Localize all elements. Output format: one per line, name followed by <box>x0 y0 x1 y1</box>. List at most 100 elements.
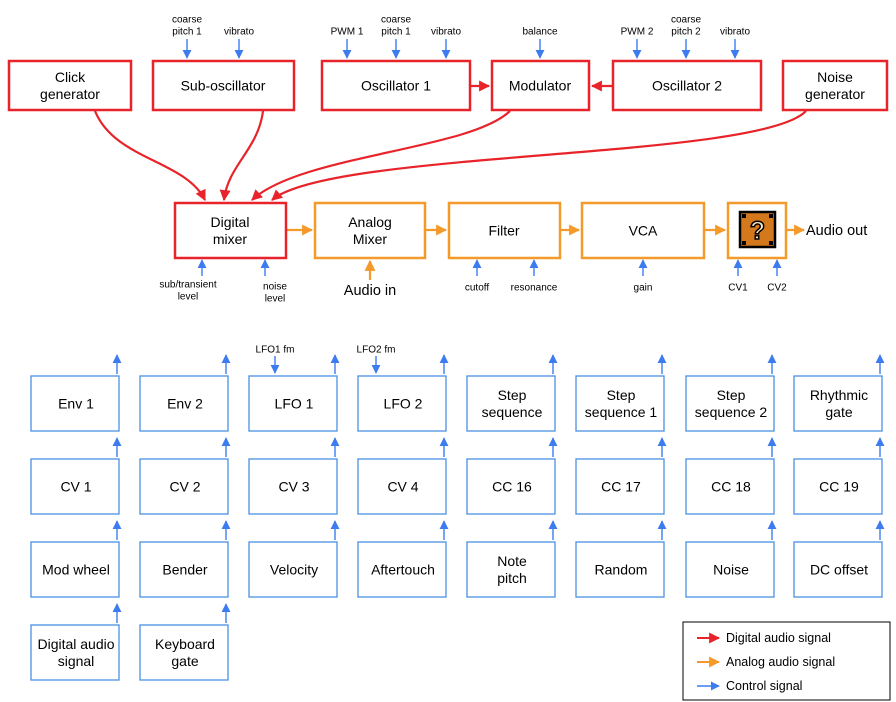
lfo2-fm-label: LFO2 fm <box>357 345 396 356</box>
osc2-pwm-label: PWM 2 <box>621 27 654 38</box>
source-box: CV 1 <box>30 437 122 515</box>
source-box-frame <box>793 375 883 432</box>
source-box: Aftertouch <box>357 520 449 598</box>
source-box-frame <box>793 458 883 515</box>
source-box-label: CC 19 <box>819 478 859 494</box>
sub-vibrato-label: vibrato <box>224 27 254 38</box>
osc1-pwm-label: PWM 1 <box>331 27 364 38</box>
question-block-icon: ? <box>738 210 777 249</box>
source-box: CV 2 <box>139 437 231 515</box>
source-box-frame <box>793 541 883 598</box>
click-generator-box <box>7 59 133 112</box>
noise-generator-box <box>781 59 889 112</box>
oscillator-2-label: Oscillator 2 <box>652 77 722 93</box>
source-box: LFO 2 <box>357 354 449 432</box>
source-box-frame <box>30 624 120 681</box>
vca-label: VCA <box>629 222 658 238</box>
source-box: Mod wheel <box>30 520 122 598</box>
source-box: Env 2 <box>139 354 231 432</box>
source-box-frame <box>575 458 665 515</box>
resonance-label: resonance <box>511 283 558 294</box>
modulator-to-mixer-wire <box>251 110 511 201</box>
source-box: LFO 1 <box>248 354 340 432</box>
lfo1-fm-label: LFO1 fm <box>256 345 295 356</box>
source-box-frame <box>685 375 775 432</box>
source-box-label: LFO 1 <box>275 395 314 411</box>
source-box: Env 1 <box>30 354 122 432</box>
cutoff-label: cutoff <box>465 283 489 294</box>
oscillator-1-box <box>320 59 472 112</box>
source-box-frame <box>139 458 229 515</box>
modulator-label: Modulator <box>509 77 572 93</box>
osc2-vibrato-label: vibrato <box>720 27 750 38</box>
source-box-label: CC 16 <box>492 478 532 494</box>
click-to-mixer-wire <box>93 110 206 201</box>
source-box: Velocity <box>248 520 340 598</box>
source-box-frame <box>248 375 338 432</box>
analog-mixer-box <box>313 201 427 260</box>
source-box-label: Env 2 <box>167 395 203 411</box>
source-box-frame <box>685 458 775 515</box>
cv1-label: CV1 <box>728 283 748 294</box>
source-box: Random <box>575 520 667 598</box>
cv2-label: CV2 <box>767 283 787 294</box>
legend-digital-label: Digital audio signal <box>726 631 831 645</box>
legend: Digital audio signal Analog audio signal… <box>682 621 891 701</box>
source-box-label: CV 3 <box>278 478 309 494</box>
source-box-label: CC 17 <box>601 478 641 494</box>
source-box-frame <box>30 375 120 432</box>
osc1-vibrato-label: vibrato <box>431 27 461 38</box>
source-box-label: CV 2 <box>169 478 200 494</box>
gain-label: gain <box>634 283 653 294</box>
source-box-frame <box>685 541 775 598</box>
source-box-frame <box>575 375 665 432</box>
source-box-frame <box>357 375 447 432</box>
source-box-label: DC offset <box>810 561 868 577</box>
audio-out-label: Audio out <box>806 223 867 239</box>
source-box-label: Noise <box>713 561 749 577</box>
source-box-label: LFO 2 <box>384 395 423 411</box>
source-box-label: CC 18 <box>711 478 751 494</box>
source-box-label: Env 1 <box>58 395 94 411</box>
source-box-label: CV 1 <box>60 478 91 494</box>
sub-oscillator-box <box>151 59 296 112</box>
source-box-label: Mod wheel <box>42 561 110 577</box>
source-box-frame <box>466 541 556 598</box>
source-box: DC offset <box>793 520 885 598</box>
source-box: CC 16 <box>466 437 558 515</box>
oscillator-2-box <box>611 59 763 112</box>
audio-in-label: Audio in <box>344 283 396 299</box>
source-box: CC 18 <box>685 437 777 515</box>
source-box-frame <box>466 375 556 432</box>
source-box-frame <box>139 624 229 681</box>
oscillator-1-label: Oscillator 1 <box>361 77 431 93</box>
source-box-frame <box>466 458 556 515</box>
source-box-frame <box>357 458 447 515</box>
source-box-frame <box>30 458 120 515</box>
source-box-label: CV 4 <box>387 478 418 494</box>
source-box-label: Bender <box>162 561 207 577</box>
